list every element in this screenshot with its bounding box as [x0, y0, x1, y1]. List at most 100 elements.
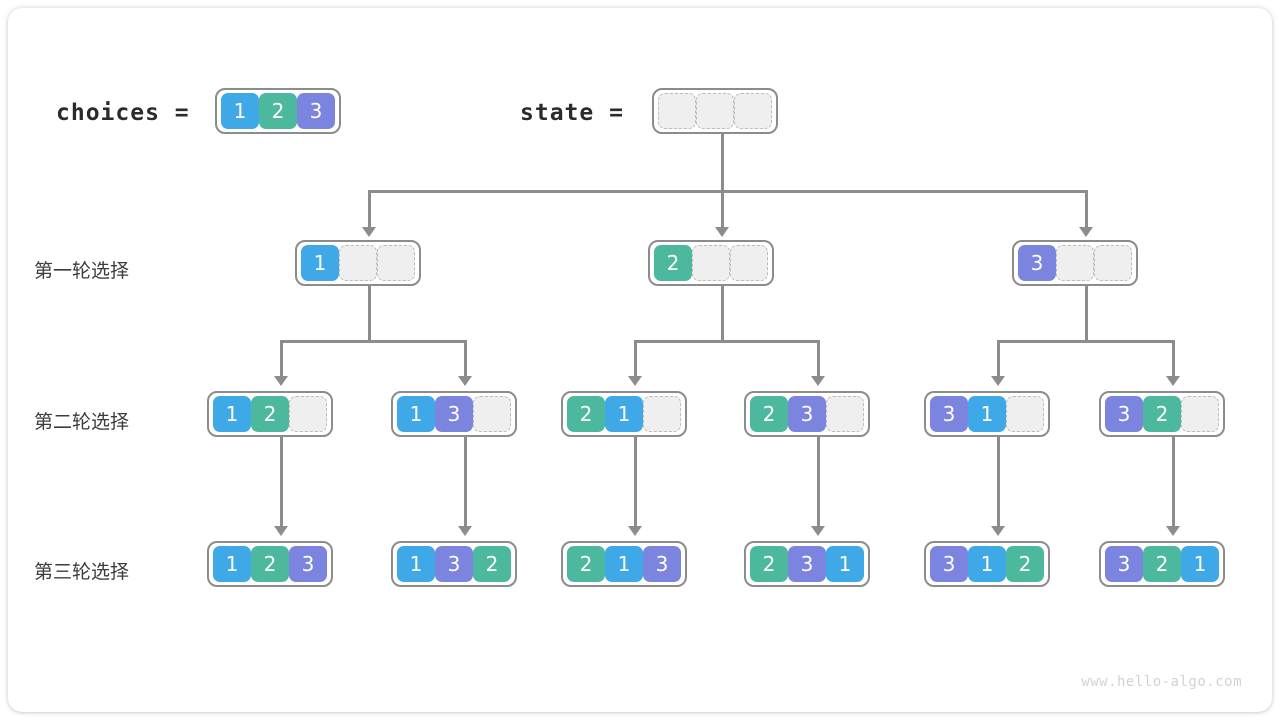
arrowhead-r3-1 — [274, 526, 288, 536]
connector-r1-3-to-r2-5 — [997, 340, 1000, 378]
row-label-round-1: 第一轮选择 — [34, 260, 130, 282]
state-label: state = — [520, 100, 624, 126]
connector-root-to-r1-1 — [368, 190, 371, 229]
array-cell-empty — [289, 396, 327, 432]
array-cell-empty — [692, 245, 730, 281]
array-cell-value: 1 — [397, 546, 435, 582]
array-cell-empty — [730, 245, 768, 281]
array-cell-empty — [1094, 245, 1132, 281]
round1-node-2: 2 — [648, 240, 774, 286]
array-cell-value: 1 — [1181, 546, 1219, 582]
array-cell-value: 2 — [1006, 546, 1044, 582]
array-cell-value: 3 — [289, 546, 327, 582]
array-cell-value: 2 — [654, 245, 692, 281]
array-cell-value: 1 — [301, 245, 339, 281]
connector-r2-1-to-r3-1 — [280, 436, 283, 528]
array-cell-value: 3 — [643, 546, 681, 582]
array-cell-value: 1 — [605, 546, 643, 582]
arrowhead-r3-4 — [811, 526, 825, 536]
connector-r2-5-to-r3-5 — [997, 436, 1000, 528]
array-cell-value: 2 — [750, 396, 788, 432]
array-cell-value: 3 — [1105, 396, 1143, 432]
array-cell-value: 3 — [788, 546, 826, 582]
array-cell-value: 1 — [605, 396, 643, 432]
array-cell-empty — [734, 93, 772, 129]
round1-node-1: 1 — [295, 240, 421, 286]
diagram-card: choices = state = 第一轮选择 第二轮选择 第三轮选择 — [8, 8, 1272, 712]
array-cell-empty — [1056, 245, 1094, 281]
arrowhead-r2-6 — [1166, 376, 1180, 386]
arrowhead-r2-4 — [811, 376, 825, 386]
arrowhead-r3-3 — [628, 526, 642, 536]
arrowhead-r2-1 — [274, 376, 288, 386]
arrowhead-r3-5 — [991, 526, 1005, 536]
connector-root-bar-right — [721, 190, 1087, 193]
array-cell-empty — [696, 93, 734, 129]
array-cell-value: 3 — [788, 396, 826, 432]
array-cell-value: 3 — [1105, 546, 1143, 582]
arrowhead-r2-5 — [991, 376, 1005, 386]
connector-r2-2-to-r3-2 — [464, 436, 467, 528]
connector-r2-6-to-r3-6 — [1172, 436, 1175, 528]
array-cell-value: 3 — [930, 396, 968, 432]
choices-label: choices = — [56, 100, 190, 126]
array-cell-value: 2 — [1143, 396, 1181, 432]
connector-root-to-r1-3 — [1085, 190, 1088, 229]
connector-r1-3-bar-right — [1085, 340, 1175, 343]
array-cell-value: 3 — [297, 93, 335, 129]
array-cell-value: 3 — [1018, 245, 1056, 281]
connector-r1-1-bar-left — [280, 340, 371, 343]
array-cell-empty — [826, 396, 864, 432]
connector-r2-4-to-r3-4 — [817, 436, 820, 528]
connector-r1-3-to-r2-6 — [1172, 340, 1175, 378]
connector-r1-1-to-r2-1 — [280, 340, 283, 378]
array-cell-value: 2 — [1143, 546, 1181, 582]
arrowhead-r2-2 — [458, 376, 472, 386]
diagram-stage: choices = state = 第一轮选择 第二轮选择 第三轮选择 — [8, 8, 1272, 712]
connector-state-stem — [721, 133, 724, 190]
arrowhead-r2-3 — [628, 376, 642, 386]
array-cell-value: 2 — [473, 546, 511, 582]
array-cell-empty — [658, 93, 696, 129]
arrowhead-r1-1 — [362, 227, 376, 237]
connector-r1-1-to-r2-2 — [464, 340, 467, 378]
array-cell-value: 3 — [435, 546, 473, 582]
connector-r1-1-bar-right — [368, 340, 467, 343]
round1-node-3: 3 — [1012, 240, 1138, 286]
connector-r1-1-stem — [368, 285, 371, 340]
array-cell-value: 2 — [567, 396, 605, 432]
connector-r1-2-bar-right — [721, 340, 820, 343]
array-cell-value: 2 — [259, 93, 297, 129]
array-cell-value: 1 — [826, 546, 864, 582]
connector-root-bar-left — [368, 190, 723, 193]
array-cell-value: 3 — [435, 396, 473, 432]
connector-root-to-r1-2 — [721, 190, 724, 229]
array-cell-value: 1 — [221, 93, 259, 129]
array-cell-value: 2 — [251, 546, 289, 582]
array-cell-empty — [1006, 396, 1044, 432]
array-cell-value: 1 — [968, 546, 1006, 582]
arrowhead-r1-2 — [715, 227, 729, 237]
array-cell-empty — [1181, 396, 1219, 432]
arrowhead-r3-2 — [458, 526, 472, 536]
array-cell-value: 1 — [968, 396, 1006, 432]
state-array — [652, 88, 778, 134]
watermark: www.hello-algo.com — [1081, 674, 1242, 690]
connector-r1-3-stem — [1085, 285, 1088, 340]
connector-r1-2-bar-left — [634, 340, 724, 343]
array-cell-empty — [643, 396, 681, 432]
connector-r1-2-stem — [721, 285, 724, 340]
arrowhead-r1-3 — [1079, 227, 1093, 237]
array-cell-value: 3 — [930, 546, 968, 582]
